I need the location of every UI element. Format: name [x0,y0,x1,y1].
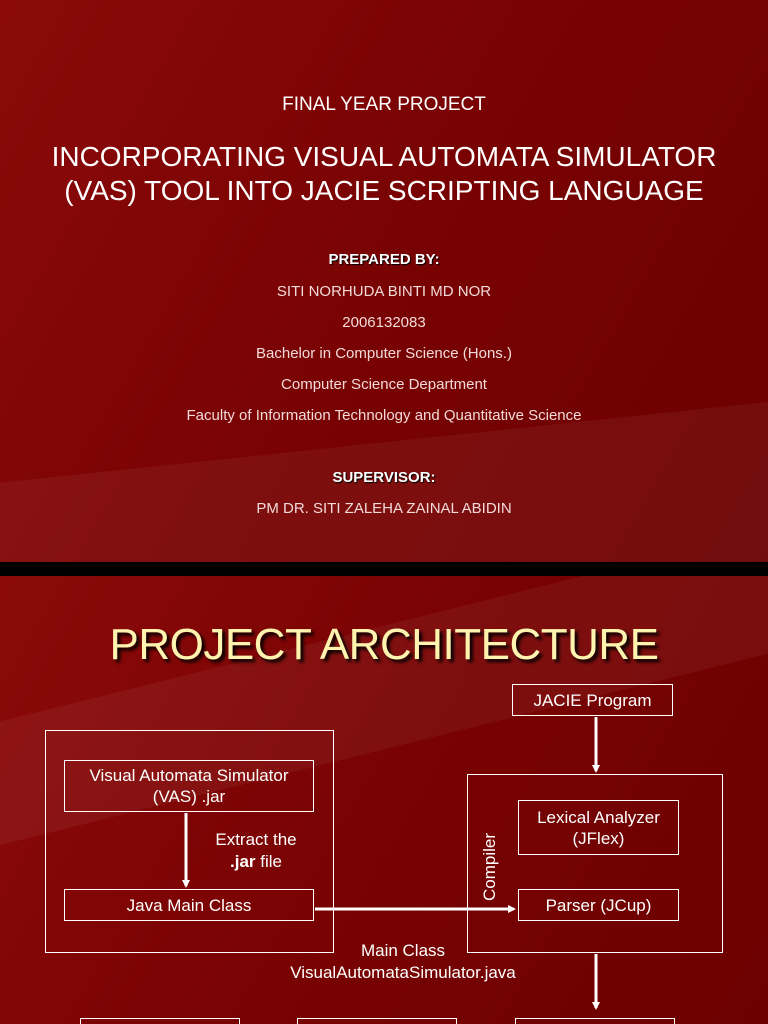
parser-box: Parser (JCup) [518,889,679,921]
jar-emphasis: .jar [230,852,256,871]
partial-box-1 [80,1018,240,1024]
flow-arrows [182,717,600,1010]
title-line-2: (VAS) TOOL INTO JACIE SCRIPTING LANGUAGE [64,175,704,206]
vas-jar-box: Visual Automata Simulator (VAS) .jar [64,760,314,812]
title-line-1: INCORPORATING VISUAL AUTOMATA SIMULATOR [51,141,717,172]
architecture-slide: PROJECT ARCHITECTURE JACIE Program Visua… [0,576,768,1024]
partial-box-3 [515,1018,675,1024]
lexical-analyzer-box: Lexical Analyzer (JFlex) [518,800,679,855]
jacie-program-box: JACIE Program [512,684,673,716]
slide-subtitle: FINAL YEAR PROJECT [282,94,486,115]
extract-label: Extract the .jar file [196,829,316,873]
extract-line-2: .jar file [196,851,316,873]
main-class-line-1: Main Class [360,941,446,960]
supervisor-label: SUPERVISOR: [332,469,436,486]
slide-title: INCORPORATING VISUAL AUTOMATA SIMULATOR … [0,140,768,208]
extract-line-1: Extract the [215,830,297,849]
student-id: 2006132083 [342,314,426,331]
department-name: Computer Science Department [281,376,487,393]
file-word: file [255,852,282,871]
program-name: Bachelor in Computer Science (Hons.) [256,345,512,362]
main-class-line-2: VisualAutomataSimulator.java [290,963,516,982]
faculty-name: Faculty of Information Technology and Qu… [186,407,582,424]
vas-frame [45,730,334,953]
compiler-frame [467,774,723,953]
main-class-caption: Main Class VisualAutomataSimulator.java [260,940,546,984]
partial-box-2 [297,1018,457,1024]
student-name: SITI NORHUDA BINTI MD NOR [276,283,492,300]
java-main-class-box: Java Main Class [64,889,314,921]
architecture-title: PROJECT ARCHITECTURE [109,620,659,669]
title-slide: FINAL YEAR PROJECT INCORPORATING VISUAL … [0,0,768,562]
supervisor-name: PM DR. SITI ZALEHA ZAINAL ABIDIN [256,500,512,517]
prepared-by-label: PREPARED BY: [328,251,440,268]
